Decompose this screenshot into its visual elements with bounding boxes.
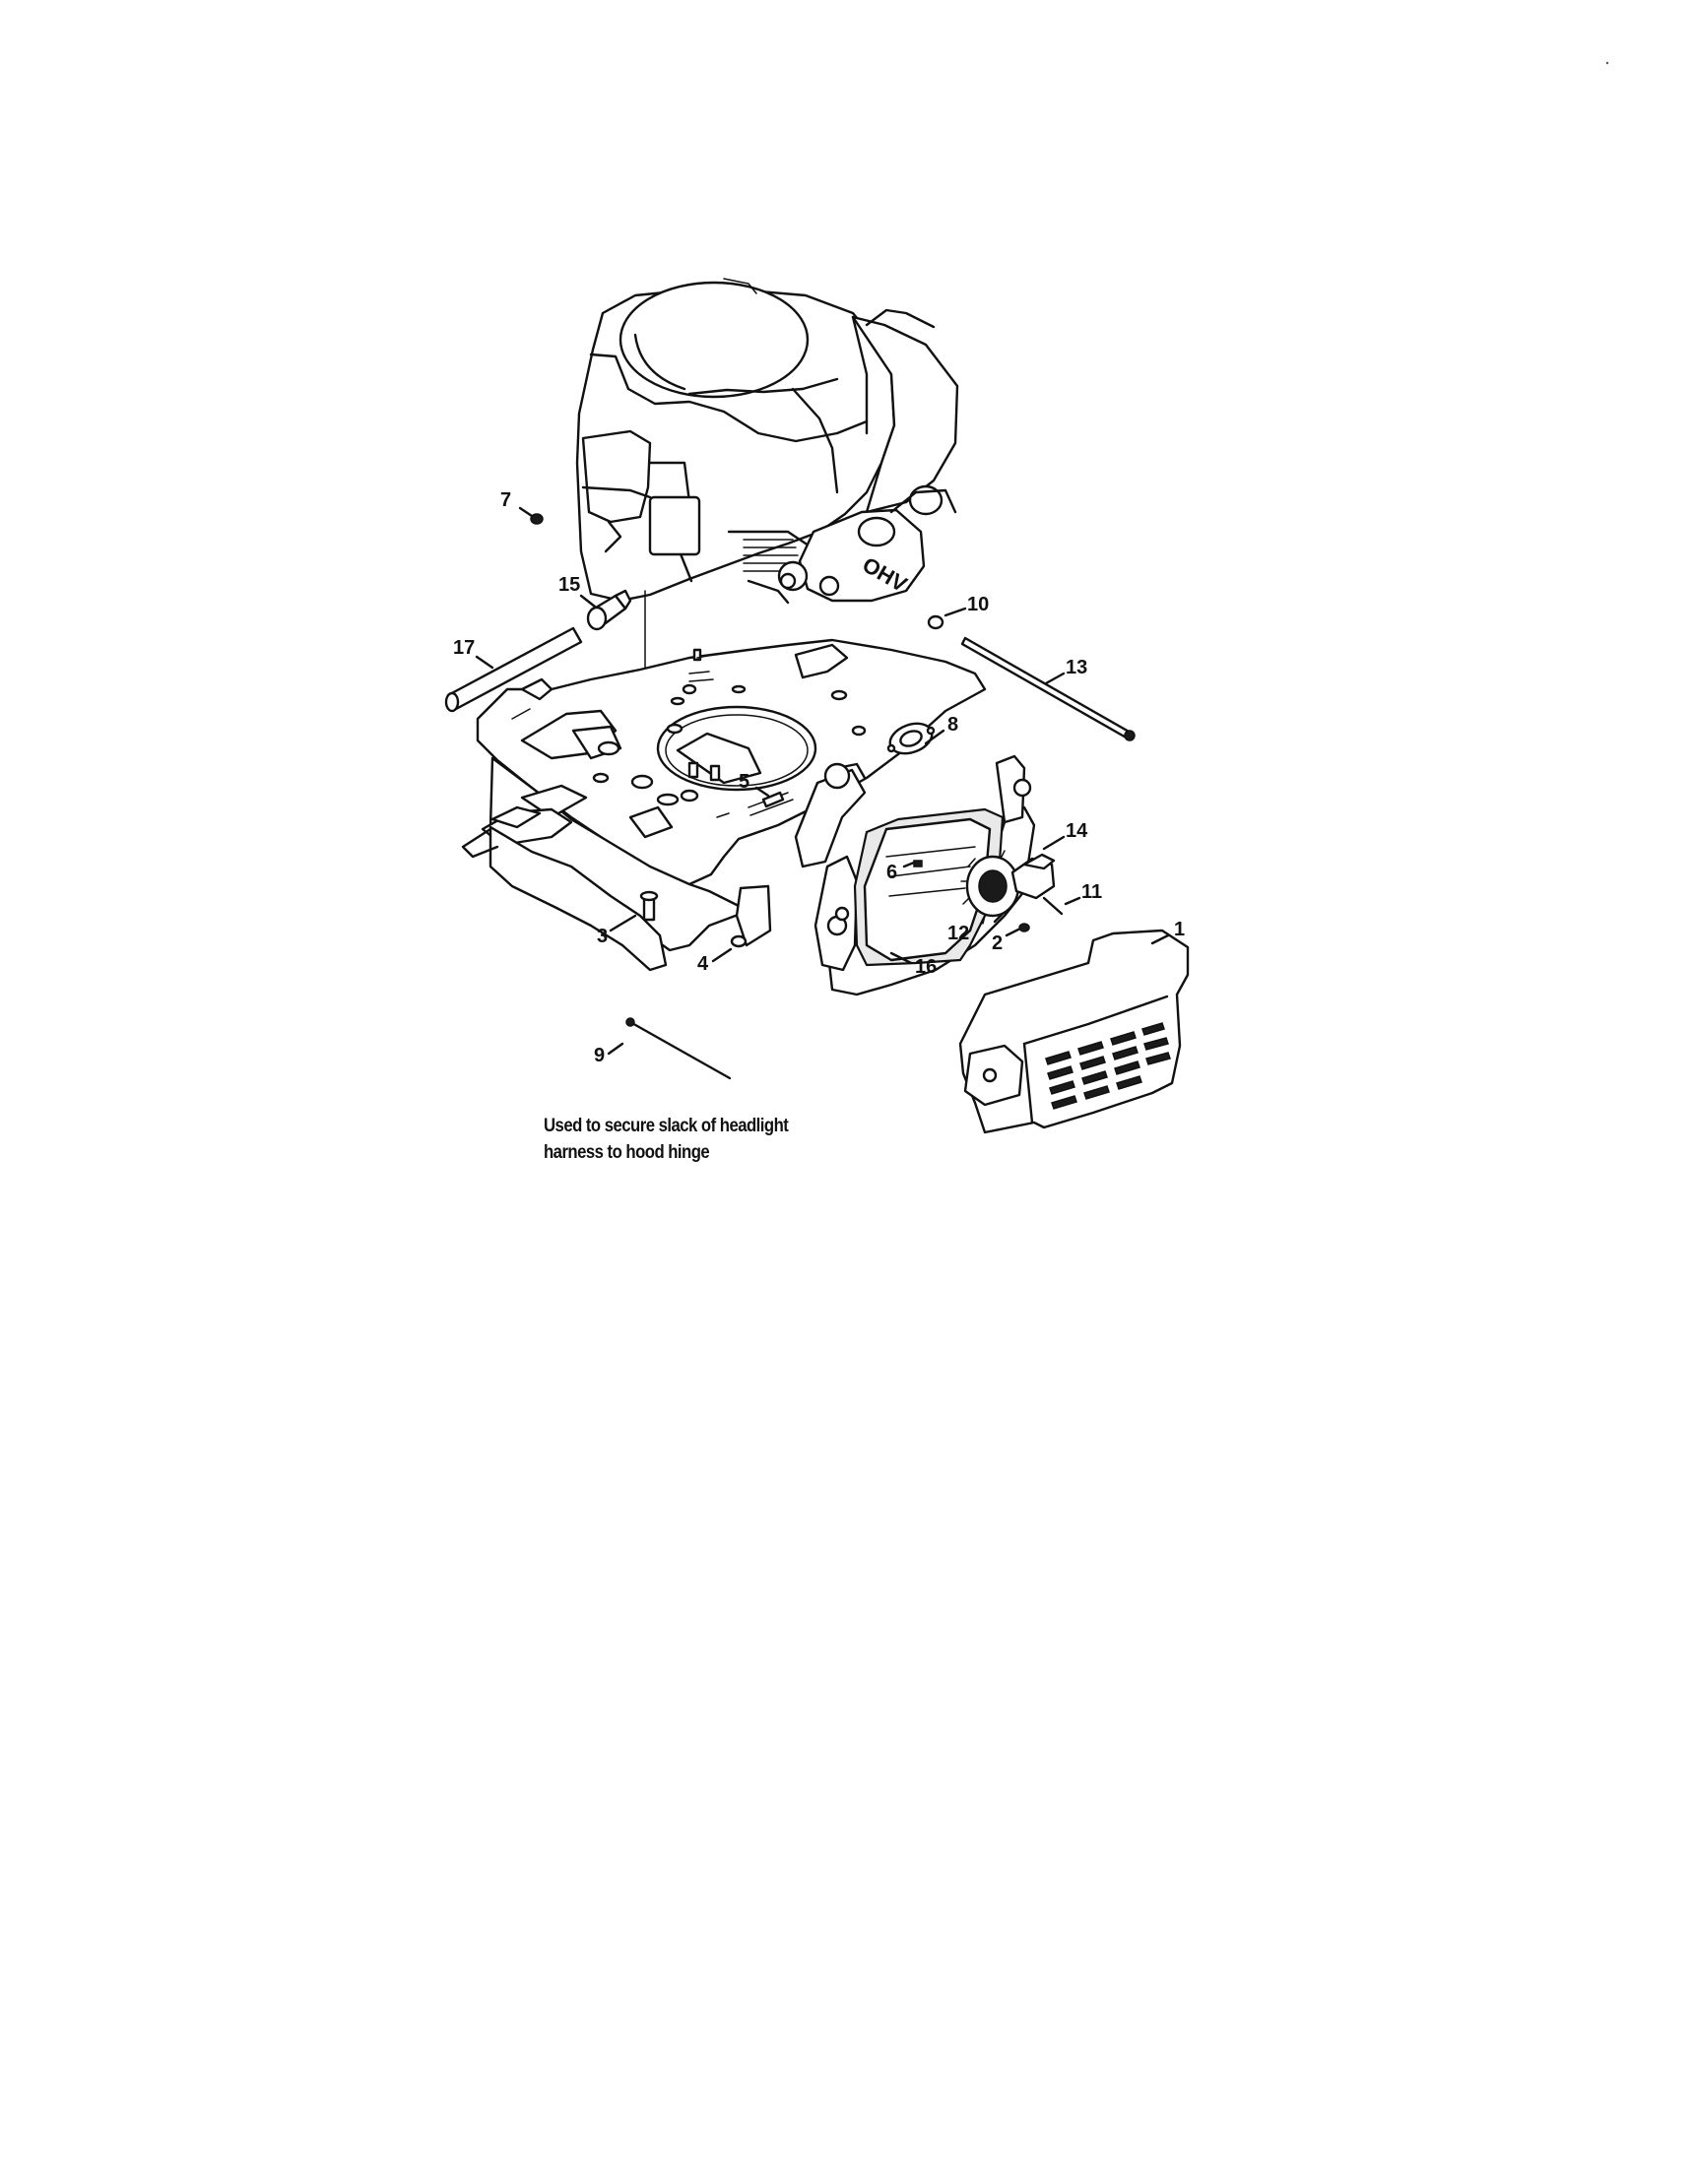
callout-6: 6 [886,862,897,883]
callout-16: 16 [915,956,937,978]
callout-11: 11 [1081,881,1102,903]
callout-4: 4 [697,953,709,975]
note-line-2: harness to hood hinge [544,1142,710,1163]
screw-2 [1018,923,1030,932]
fitting-15 [586,589,632,631]
callout-3: 3 [597,926,608,947]
rod-13 [960,636,1136,741]
note-text: Used to secure slack of headlight harnes… [544,1113,821,1166]
muffler [794,762,1056,967]
nut-10 [927,614,944,630]
bolt-3 [639,890,659,922]
engine: OHV [575,278,959,801]
heat-shield [958,929,1190,1134]
callout-9: 9 [594,1045,605,1066]
callout-10: 10 [967,594,989,615]
callout-7: 7 [500,489,511,511]
callout-1: 1 [1174,919,1185,940]
callout-5: 5 [739,771,749,793]
tube-17 [444,626,583,713]
callout-14: 14 [1066,820,1088,842]
gasket-8 [886,722,936,755]
callout-13: 13 [1066,657,1087,678]
callout-8: 8 [947,714,958,736]
callout-12: 12 [947,923,969,944]
note-line-1: Used to secure slack of headlight [544,1116,789,1136]
bolt-5 [761,791,785,808]
page-mark [1605,61,1609,65]
leader-lines [475,506,1170,1056]
callout-15: 15 [558,574,580,596]
callout-17: 17 [453,637,475,659]
pin-11 [1042,896,1064,916]
bolt-6 [913,860,923,867]
callout-2: 2 [992,932,1003,954]
nut-7 [530,513,544,525]
cable-tie-9 [625,1017,732,1080]
callout-labels: 7 15 17 10 13 8 5 6 14 11 12 2 1 3 4 16 … [453,489,1185,1066]
bolt-4 [730,934,748,948]
